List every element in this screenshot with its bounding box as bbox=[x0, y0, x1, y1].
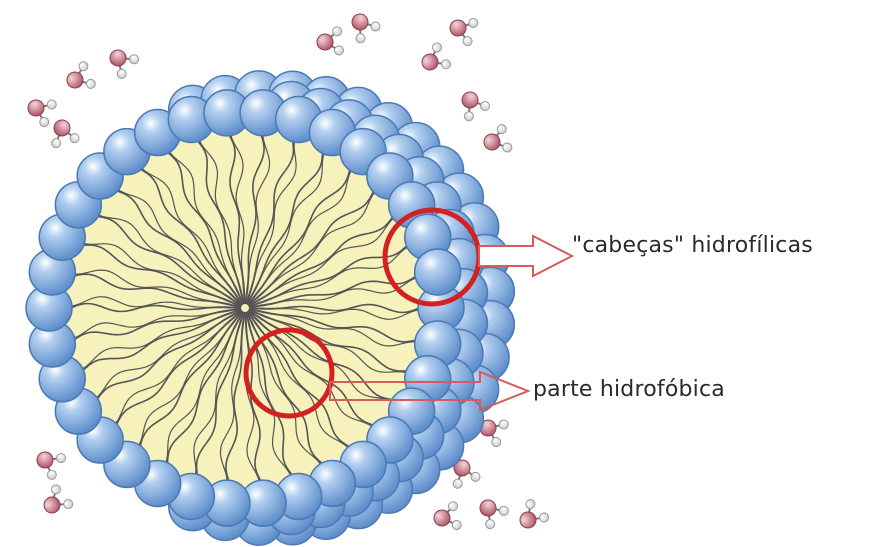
water-molecule bbox=[45, 116, 81, 151]
oxygen-atom bbox=[35, 450, 56, 471]
hydrogen-atom bbox=[55, 452, 67, 464]
hydrogen-atom bbox=[46, 469, 58, 481]
oxygen-atom bbox=[482, 132, 503, 153]
hydrogen-atom bbox=[39, 116, 50, 127]
water-molecule bbox=[343, 8, 382, 47]
oxygen-atom bbox=[459, 89, 481, 111]
hydrophilic-heads-label: "cabeças" hidrofílicas bbox=[572, 233, 813, 258]
hydrogen-atom bbox=[115, 68, 128, 81]
oxygen-atom bbox=[41, 494, 64, 517]
hydrogen-atom bbox=[469, 471, 481, 483]
oxygen-atom bbox=[477, 497, 500, 520]
hydrogen-atom bbox=[85, 78, 97, 90]
water-molecule bbox=[453, 86, 491, 124]
water-molecule bbox=[480, 123, 515, 159]
water-molecule bbox=[431, 501, 465, 536]
oxygen-atom bbox=[419, 51, 441, 73]
oxygen-atom bbox=[52, 118, 73, 139]
oxygen-atom bbox=[107, 47, 129, 69]
hydrogen-atom bbox=[334, 45, 345, 56]
oxygen-atom bbox=[26, 98, 46, 118]
water-molecule bbox=[24, 94, 58, 129]
hydrogen-atom bbox=[524, 498, 537, 511]
hydrogen-atom bbox=[50, 483, 63, 496]
hydrogen-atom bbox=[451, 519, 462, 530]
hydrogen-atom bbox=[77, 60, 89, 72]
hydrogen-atom bbox=[484, 518, 497, 531]
hydrogen-atom bbox=[491, 436, 502, 447]
hydrogen-atom bbox=[468, 18, 479, 29]
head bbox=[415, 249, 461, 295]
hydrogen-atom bbox=[128, 53, 141, 66]
hydrogen-atom bbox=[479, 100, 492, 113]
water-molecule bbox=[103, 43, 141, 81]
water-molecule bbox=[37, 483, 76, 522]
oxygen-atom bbox=[64, 69, 86, 91]
water-molecule bbox=[447, 14, 479, 47]
hydrogen-atom bbox=[501, 142, 513, 154]
hydrogen-atom bbox=[498, 419, 509, 430]
hydrogen-atom bbox=[46, 99, 57, 110]
water-molecule bbox=[416, 41, 454, 79]
hydrogen-atom bbox=[354, 32, 367, 45]
hydrophobic-part-label: parte hidrofóbica bbox=[533, 377, 725, 402]
water-molecule bbox=[62, 60, 99, 97]
hydrogen-atom bbox=[498, 505, 511, 518]
hydrogen-atom bbox=[440, 58, 453, 71]
oxygen-atom bbox=[349, 11, 372, 34]
oxygen-atom bbox=[449, 19, 468, 38]
hydrogen-atom bbox=[50, 137, 62, 149]
hydrogen-atom bbox=[452, 478, 464, 490]
water-molecule bbox=[472, 493, 510, 531]
hydrogen-atom bbox=[463, 110, 476, 123]
hydrogen-atom bbox=[538, 511, 551, 524]
hydrogen-atom bbox=[62, 498, 75, 511]
water-molecule bbox=[513, 498, 551, 536]
water-molecule bbox=[315, 26, 347, 59]
hydrogen-atom bbox=[369, 20, 382, 33]
oxygen-atom bbox=[517, 509, 539, 531]
water-molecule bbox=[32, 445, 67, 481]
hydrogen-atom bbox=[431, 41, 444, 54]
